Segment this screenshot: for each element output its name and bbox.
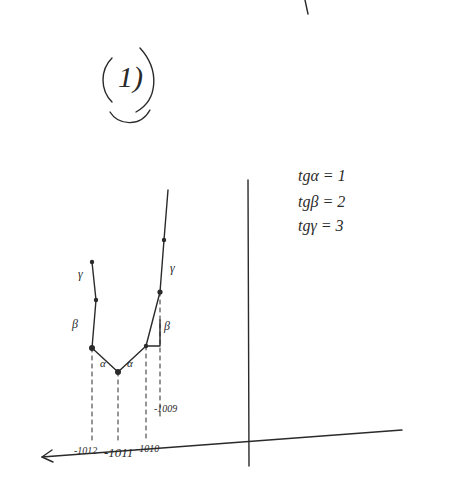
graph-point xyxy=(144,344,148,348)
axis-value: -1012 xyxy=(74,446,97,456)
graph-point xyxy=(162,238,166,242)
angle-label: α xyxy=(100,358,106,369)
item-number: 1) xyxy=(118,62,143,92)
tangent-note: tgβ = 2 xyxy=(298,194,345,210)
bracket-stroke xyxy=(110,110,150,123)
tangent-note: tgα = 1 xyxy=(298,168,346,184)
angle-label: γ xyxy=(78,268,83,280)
axis-value: -1009 xyxy=(154,404,177,414)
drop-line xyxy=(118,372,119,442)
x-axis xyxy=(42,430,402,457)
drop-line xyxy=(160,292,161,418)
tangent-note: tgγ = 3 xyxy=(298,218,344,234)
graph-point xyxy=(94,298,98,302)
drop-line xyxy=(92,348,93,444)
angle-label: α xyxy=(127,358,133,369)
axis-value: -1011 xyxy=(104,446,133,459)
slope-triangle xyxy=(146,320,160,346)
axis-arrowhead xyxy=(42,450,53,462)
graph-point xyxy=(89,345,95,351)
angle-label: β xyxy=(72,318,78,330)
graph-point xyxy=(157,289,162,294)
angle-label: γ xyxy=(170,262,175,274)
graph-point xyxy=(90,260,94,264)
axis-value: -1010 xyxy=(136,444,159,454)
function-graph xyxy=(92,190,168,372)
drop-line xyxy=(146,346,147,440)
graph-point xyxy=(115,369,121,375)
angle-label: β xyxy=(164,320,170,332)
stray-stroke xyxy=(305,0,308,14)
y-axis xyxy=(248,180,249,466)
bracket-stroke xyxy=(103,58,112,102)
